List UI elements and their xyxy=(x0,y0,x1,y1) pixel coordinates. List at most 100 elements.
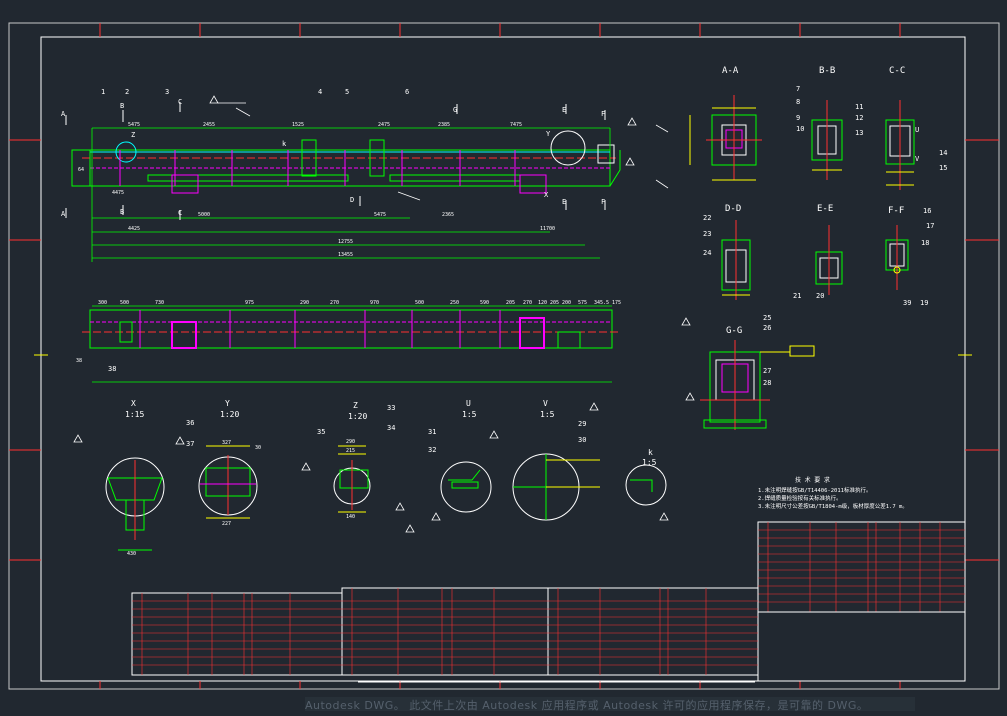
balloon: 30 xyxy=(578,436,586,444)
dim-text: 4475 xyxy=(112,190,124,196)
balloon: 29 xyxy=(578,420,586,428)
balloon: 12 xyxy=(855,114,863,122)
section-d-d xyxy=(721,220,751,300)
inner-frame xyxy=(40,36,966,682)
dim-text: 140 xyxy=(346,514,355,520)
section-c-c xyxy=(885,100,915,190)
dim-text: 200 xyxy=(562,300,571,306)
dim-text: 1525 xyxy=(292,122,304,128)
balloon: 2 xyxy=(125,88,129,96)
detail-x xyxy=(105,457,165,551)
diaphragm-3 xyxy=(369,139,385,177)
balloon: 4 xyxy=(318,88,322,96)
note-line: 1.未注明焊缝按GB/T14406-2011标准执行。 xyxy=(758,486,871,494)
dim-text: 2475 xyxy=(378,122,390,128)
end-plate-right xyxy=(597,144,615,164)
parts-list-bottom xyxy=(131,587,759,683)
view-letter: D xyxy=(350,196,354,204)
frame-grid-ticks xyxy=(9,23,999,689)
dim-text: 175 xyxy=(612,300,621,306)
balloon: 16 xyxy=(923,207,931,215)
balloon: 21 xyxy=(793,292,801,300)
section-b-b xyxy=(811,100,843,180)
dim-text: 590 xyxy=(480,300,489,306)
dim-text: 730 xyxy=(155,300,164,306)
balloon: 23 xyxy=(703,230,711,238)
balloon: 13 xyxy=(855,129,863,137)
section-cut-arrows xyxy=(65,102,606,220)
balloon: 34 xyxy=(387,424,395,432)
dim-text: 215 xyxy=(346,448,355,454)
view-letter: G xyxy=(453,106,457,114)
balloon: 3 xyxy=(165,88,169,96)
dim-text: 5475 xyxy=(374,212,386,218)
dim-text: 7475 xyxy=(510,122,522,128)
view-letter: k xyxy=(282,140,287,148)
dim-text: 30 xyxy=(255,445,261,451)
balloon-numbers: 1 2 3 4 5 6 7 8 9 10 11 12 13 14 15 16 1… xyxy=(101,85,947,454)
balloon: 24 xyxy=(703,249,711,257)
notes-heading: 技 术 要 求 xyxy=(795,476,830,484)
balloon: 36 xyxy=(186,419,194,427)
section-label: E-E xyxy=(817,204,833,214)
balloon: 25 xyxy=(763,314,771,322)
view-letter: A xyxy=(61,210,66,218)
section-a-a xyxy=(689,95,762,181)
balloon: 39 xyxy=(903,299,911,307)
detail-v xyxy=(512,453,600,521)
dim-text: 290 xyxy=(300,300,309,306)
dim-text: 11700 xyxy=(540,226,555,232)
end-stiffener-left xyxy=(71,149,91,187)
view-letter: Y xyxy=(546,130,551,138)
view-letter: B xyxy=(120,208,124,216)
dim-text: 500 xyxy=(120,300,129,306)
section-g-g xyxy=(700,340,815,430)
detail-label-scale: 1:20 xyxy=(220,410,239,419)
dim-text: 120 xyxy=(538,300,547,306)
balloon: 32 xyxy=(428,446,436,454)
dim-text: 64 xyxy=(78,167,84,173)
balloon: 11 xyxy=(855,103,863,111)
balloon: 37 xyxy=(186,440,194,448)
section-label: B-B xyxy=(819,66,835,76)
girder-bottom-flange xyxy=(147,174,349,182)
balloon: 19 xyxy=(920,299,928,307)
view-letter: F xyxy=(601,110,605,118)
detail-label-name: Y xyxy=(225,399,230,408)
girder-bottom-flange-2 xyxy=(389,174,521,182)
balloon: 9 xyxy=(796,114,800,122)
dim-text: 12755 xyxy=(338,239,353,245)
dim-text: 327 xyxy=(222,440,231,446)
dim-text: 250 xyxy=(450,300,459,306)
technical-notes: 技 术 要 求 1.未注明焊缝按GB/T14406-2011标准执行。 2.焊缝… xyxy=(758,476,908,510)
detail-label-scale: 1:20 xyxy=(348,412,367,421)
detail-label-name: Z xyxy=(353,401,358,410)
dim-text: 13455 xyxy=(338,252,353,258)
detail-y xyxy=(198,445,258,519)
balloon: 15 xyxy=(939,164,947,172)
detail-circle-z xyxy=(115,141,137,163)
plan-end-right xyxy=(557,331,581,349)
balloon: 31 xyxy=(428,428,436,436)
view-letter: F xyxy=(601,198,605,206)
balloon: 28 xyxy=(763,379,771,387)
balloon: 35 xyxy=(317,428,325,436)
view-letter: B xyxy=(120,102,124,110)
view-letter: E xyxy=(562,106,566,114)
dim-text: 290 xyxy=(346,439,355,445)
detail-label-scale: 1:5 xyxy=(540,410,555,419)
detail-label-name: X xyxy=(131,399,136,408)
detail-label-name: U xyxy=(466,399,471,408)
dim-text: 500 xyxy=(415,300,424,306)
view-letter: E xyxy=(562,198,566,206)
section-f-f xyxy=(885,225,909,290)
dim-text: 205 xyxy=(506,300,515,306)
diaphragm-4 xyxy=(519,174,547,194)
note-line: 2.焊缝质量检验按有关标准执行。 xyxy=(758,494,842,502)
dim-text: 270 xyxy=(330,300,339,306)
balloon: 6 xyxy=(405,88,409,96)
balloon: 10 xyxy=(796,125,804,133)
dim-text: 2365 xyxy=(442,212,454,218)
dim-text: 970 xyxy=(370,300,379,306)
autodesk-watermark: Autodesk DWG。 此文件上次由 Autodesk 应用程序或 Auto… xyxy=(305,697,915,711)
